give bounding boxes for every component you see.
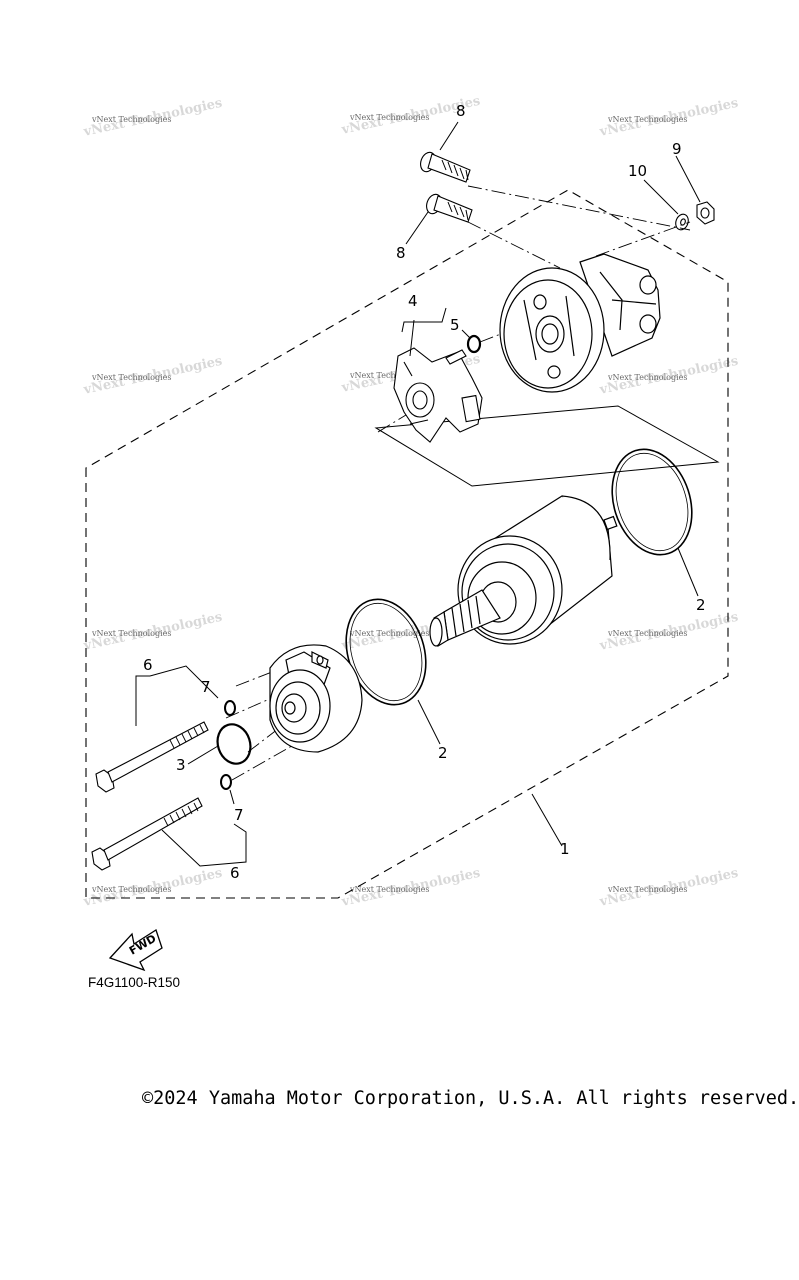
- watermark-text: vNext Technologies: [607, 629, 687, 638]
- nut-part-9: [696, 201, 715, 225]
- brush-assembly-boundary: [374, 405, 720, 487]
- o-ring-part-7-upper: [224, 700, 236, 716]
- callout-10: 10: [628, 162, 647, 180]
- o-ring-part-5: [466, 334, 482, 354]
- exploded-parts-diagram: vNext Technologies vNext Technologies vN…: [81, 94, 739, 990]
- watermarks: vNext Technologies vNext Technologies vN…: [81, 94, 739, 910]
- front-cover: [269, 644, 363, 753]
- o-ring-part-2-front-inner: [349, 602, 423, 702]
- o-ring-part-7-lower: [220, 774, 232, 790]
- callout-6-lower: 6: [230, 864, 240, 882]
- callout-6-upper: 6: [143, 656, 153, 674]
- watermark: vNext Technologies vNext Technologies: [597, 354, 739, 398]
- watermark-text: vNext Technologies: [349, 629, 429, 638]
- washer-part-10: [675, 213, 689, 231]
- through-bolt-part-6-lower: [91, 797, 203, 871]
- watermark-text: vNext Technologies: [91, 373, 171, 382]
- callout-3: 3: [176, 756, 186, 774]
- watermark: vNext Technologies vNext Technologies: [81, 96, 223, 140]
- motor-yoke: [429, 495, 618, 647]
- rear-housing: [499, 253, 661, 393]
- watermark-text: vNext Technologies: [607, 885, 687, 894]
- through-bolt-part-6-upper: [95, 721, 209, 793]
- callout-8-upper: 8: [456, 102, 466, 120]
- callout-numbers: 8 8 9 10 4 5 2 2 6 7 3 7 6 1: [143, 102, 706, 882]
- callout-5: 5: [450, 316, 460, 334]
- watermark-text: vNext Technologies: [91, 115, 171, 124]
- watermark-text: vNext Technologies: [349, 113, 429, 122]
- watermark: vNext Technologies vNext Technologies: [81, 354, 223, 398]
- o-ring-part-3: [216, 723, 252, 765]
- watermark-text: vNext Technologies: [91, 885, 171, 894]
- brush-holder-part-4: [393, 347, 483, 443]
- watermark: vNext Technologies vNext Technologies: [81, 610, 223, 654]
- leader-lines: [135, 121, 701, 867]
- watermark: vNext Technologies vNext Technologies: [597, 866, 739, 910]
- watermark: vNext Technologies vNext Technologies: [597, 610, 739, 654]
- callout-1: 1: [560, 840, 570, 858]
- callout-2-rear: 2: [696, 596, 706, 614]
- watermark-text: vNext Technologies: [607, 373, 687, 382]
- fwd-arrow-icon: FWD: [108, 929, 163, 972]
- o-ring-part-2-rear-inner: [615, 452, 689, 552]
- callout-8-lower: 8: [396, 244, 406, 262]
- callout-7-upper: 7: [201, 678, 211, 696]
- bolt-part-8-upper: [420, 151, 471, 183]
- watermark-text: vNext Technologies: [349, 371, 429, 380]
- bolt-part-8-lower: [426, 193, 473, 223]
- callout-7-lower: 7: [234, 806, 244, 824]
- watermark-text: vNext Technologies: [91, 629, 171, 638]
- watermark-text: vNext Technologies: [607, 115, 687, 124]
- watermark: vNext Technologies vNext Technologies: [81, 866, 223, 910]
- diagram-code: F4G1100-R150: [88, 975, 180, 990]
- callout-4: 4: [408, 292, 418, 310]
- watermark: vNext Technologies vNext Technologies: [597, 96, 739, 140]
- callout-9: 9: [672, 140, 682, 158]
- watermark-text: vNext Technologies: [349, 885, 429, 894]
- watermark: vNext Technologies vNext Technologies: [339, 866, 481, 910]
- copyright-notice: ©2024 Yamaha Motor Corporation, U.S.A. A…: [142, 1088, 799, 1109]
- assembly-boundary: [85, 189, 729, 899]
- callout-2-front: 2: [438, 744, 448, 762]
- o-ring-part-2-rear: [611, 448, 693, 556]
